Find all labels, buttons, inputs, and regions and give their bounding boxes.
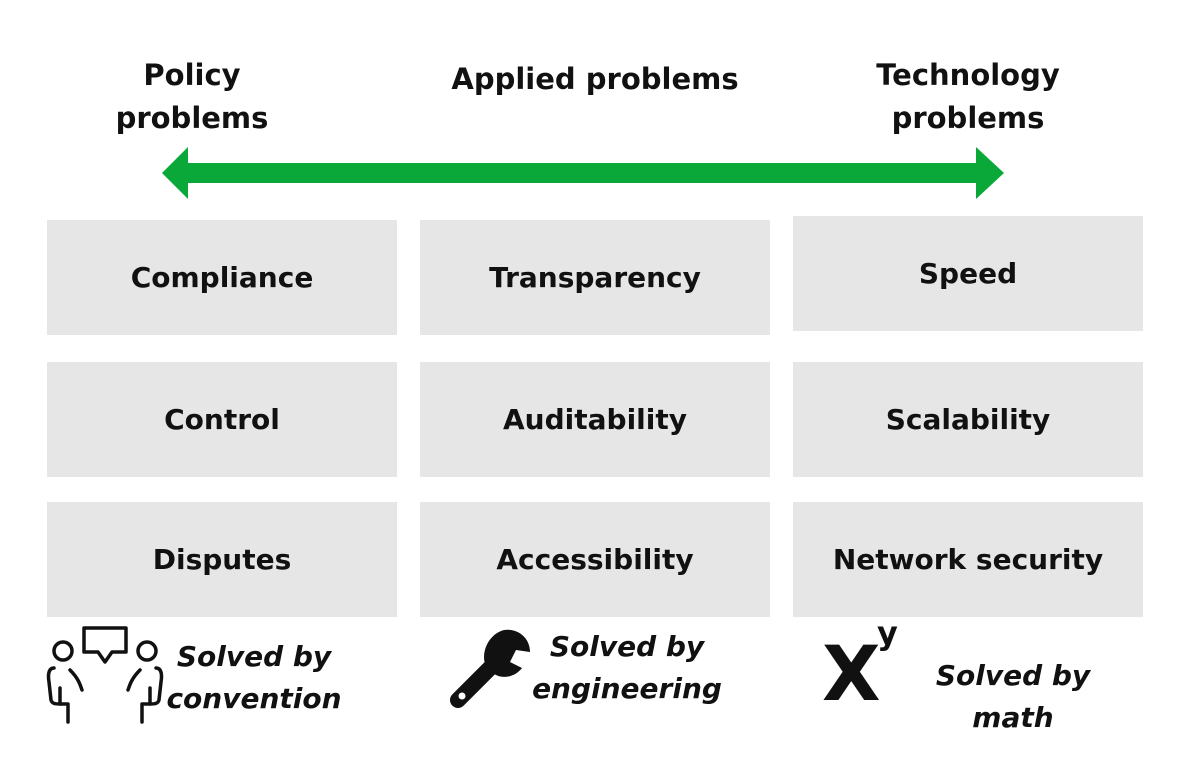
box-auditability: Auditability xyxy=(420,362,770,477)
box-accessibility: Accessibility xyxy=(420,502,770,617)
box-network-security: Network security xyxy=(793,502,1143,617)
heading-policy-problems: Policy problems xyxy=(115,58,269,135)
footer-solved-by-convention: Solved by convention xyxy=(166,640,342,715)
box-disputes: Disputes xyxy=(47,502,397,617)
wrench-icon xyxy=(450,629,530,708)
box-speed: Speed xyxy=(793,216,1143,331)
double-arrow-icon xyxy=(162,147,1004,199)
box-transparency: Transparency xyxy=(420,220,770,335)
double-arrow-shape xyxy=(162,147,1004,199)
people-discussion-icon xyxy=(46,626,164,724)
box-control: Control xyxy=(47,362,397,477)
heading-applied-problems: Applied problems xyxy=(451,62,739,96)
footer-solved-by-math: Solved by math xyxy=(935,659,1091,734)
heading-technology-problems: Technology problems xyxy=(876,58,1060,135)
box-compliance: Compliance xyxy=(47,220,397,335)
box-scalability: Scalability xyxy=(793,362,1143,477)
x-power-y-icon: X y xyxy=(822,616,904,718)
x-power-y-base: X xyxy=(822,629,881,718)
footer-solved-by-engineering: Solved by engineering xyxy=(532,630,722,705)
x-power-y-exponent: y xyxy=(877,614,898,652)
